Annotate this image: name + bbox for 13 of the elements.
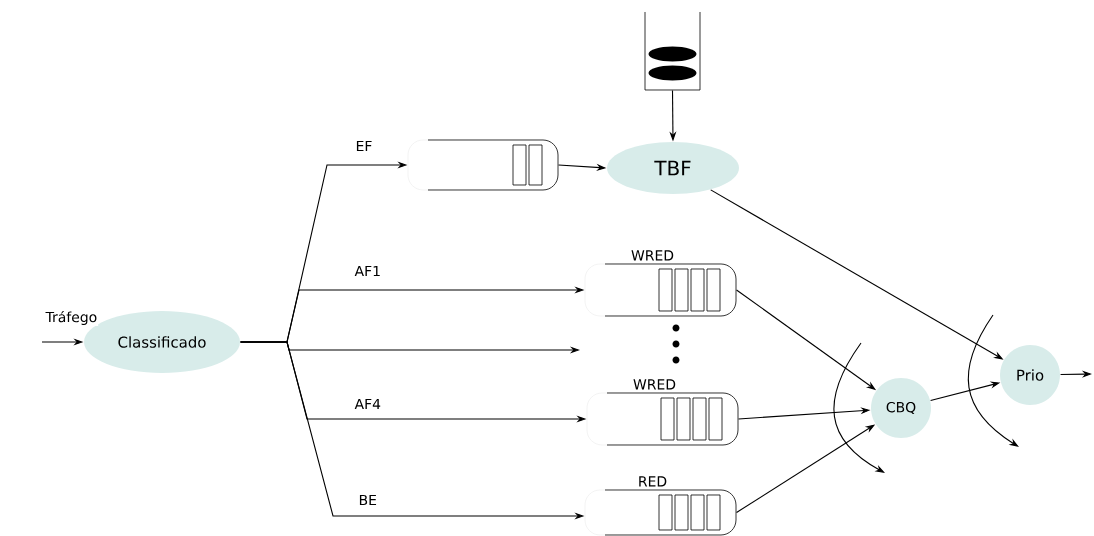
queue-box: RED [584, 476, 737, 536]
edge-label: AF1 [354, 265, 380, 277]
edge-label: Tráfego [45, 310, 97, 326]
node-label: WRED [631, 250, 674, 261]
edge-label: BE [359, 494, 377, 506]
queue-box: WRED [584, 250, 737, 317]
edge-label: EF [356, 140, 372, 152]
token-bucket-drawing [644, 11, 701, 91]
edge-label: AF4 [354, 398, 381, 410]
node-label: WRED [633, 379, 676, 390]
queue-box [407, 139, 559, 191]
node-label: RED [639, 476, 667, 487]
queue-box: WRED [586, 379, 739, 446]
